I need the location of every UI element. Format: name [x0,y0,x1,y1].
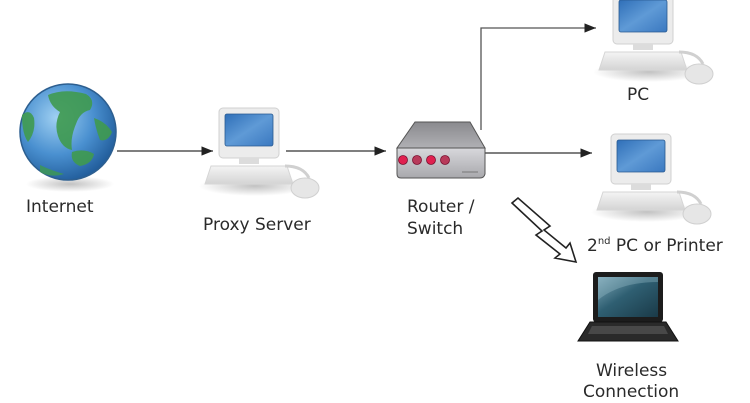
wireless-signal-icon [510,196,578,264]
pc2-label-number: 2 [587,236,598,256]
pc2-label-ordinal: nd [597,236,611,247]
pc-label: PC [627,85,650,105]
pc-computer-icon [591,0,715,86]
proxy-server-label: Proxy Server [203,215,311,235]
router-label-line1: Router / [407,197,475,217]
router-icon [396,121,486,179]
pc2-label-text: PC or Printer [610,236,723,256]
proxy-computer-icon [197,106,321,200]
edge-router-pc [480,23,596,130]
pc2-computer-icon [589,132,713,226]
globe-icon [19,83,117,192]
wireless-label-line1: Wireless [596,361,668,381]
pc2-label: 2nd PC or Printer [587,235,723,257]
laptop-icon [577,272,679,342]
router-label-line2: Switch [407,219,464,239]
wireless-label-line2: Connection [583,382,680,402]
internet-label: Internet [26,197,94,217]
